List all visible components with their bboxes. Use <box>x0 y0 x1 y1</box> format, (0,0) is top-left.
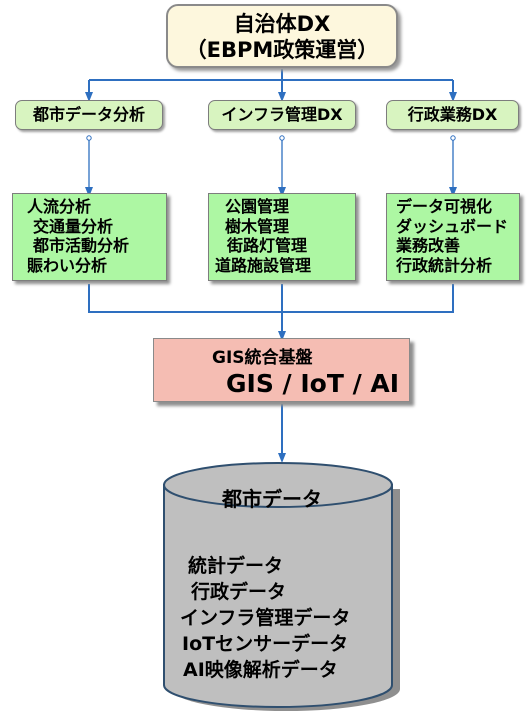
connector-dot <box>279 135 285 141</box>
database-title: 都市データ <box>222 487 322 511</box>
items-to-platform-bus-line <box>88 284 454 313</box>
list-item: IoTセンサーデータ <box>182 633 349 655</box>
item-list-admin: データ可視化 ダッシュボード 業務改善 行政統計分析 <box>386 193 520 281</box>
top-node-title: 自治体DX <box>233 12 331 36</box>
item-list-infrastructure: 公園管理 樹木管理 街路灯管理 道路施設管理 <box>208 193 356 281</box>
list-item: 行政データ <box>191 581 287 603</box>
list-item: 道路施設管理 <box>215 255 312 275</box>
bottom-connectors <box>88 284 454 463</box>
list-item: データ可視化 <box>396 197 493 216</box>
list-item: AI映像解析データ <box>183 659 338 681</box>
database-cylinder-top <box>163 462 393 508</box>
list-item: 賑わい分析 <box>27 255 108 275</box>
top-node-subtitle: （EBPM政策運営） <box>185 38 379 62</box>
list-item: 街路灯管理 <box>227 236 308 255</box>
top-node-box: 自治体DX （EBPM政策運営） <box>166 4 398 68</box>
platform-subtitle: GIS / IoT / AI <box>226 369 400 398</box>
list-item: 交通量分析 <box>33 216 114 236</box>
list-item: 人流分析 <box>27 197 92 216</box>
top-connectors <box>85 69 457 102</box>
platform-title: GIS統合基盤 <box>212 348 313 368</box>
category-label: 行政業務DX <box>407 105 498 124</box>
item-list-urban-data: 人流分析 交通量分析 都市活動分析 賑わい分析 <box>12 193 167 281</box>
list-item: 統計データ <box>188 555 284 577</box>
category-box-infrastructure: インフラ管理DX <box>208 100 356 130</box>
list-item: 業務改善 <box>396 236 461 255</box>
list-item: 樹木管理 <box>225 216 290 236</box>
list-item: インフラ管理データ <box>180 607 351 629</box>
category-connector-dots <box>86 135 456 141</box>
list-item: ダッシュボード <box>396 216 509 236</box>
category-label: 都市データ分析 <box>32 105 145 124</box>
platform-box: GIS統合基盤 GIS / IoT / AI <box>153 338 410 402</box>
database-item-list: 統計データ 行政データ インフラ管理データ IoTセンサーデータ AI映像解析デ… <box>180 553 350 683</box>
database-cylinder-body <box>163 484 393 708</box>
category-to-item-connectors <box>85 140 457 197</box>
list-item: 公園管理 <box>225 197 290 216</box>
database-cylinder <box>163 462 400 711</box>
category-box-urban-data: 都市データ分析 <box>15 100 163 130</box>
connector-dot <box>86 135 92 141</box>
connector-dot <box>450 135 456 141</box>
category-box-admin: 行政業務DX <box>386 100 519 130</box>
category-label: インフラ管理DX <box>221 105 343 124</box>
list-item: 都市活動分析 <box>33 236 130 255</box>
list-item: 行政統計分析 <box>396 255 493 275</box>
